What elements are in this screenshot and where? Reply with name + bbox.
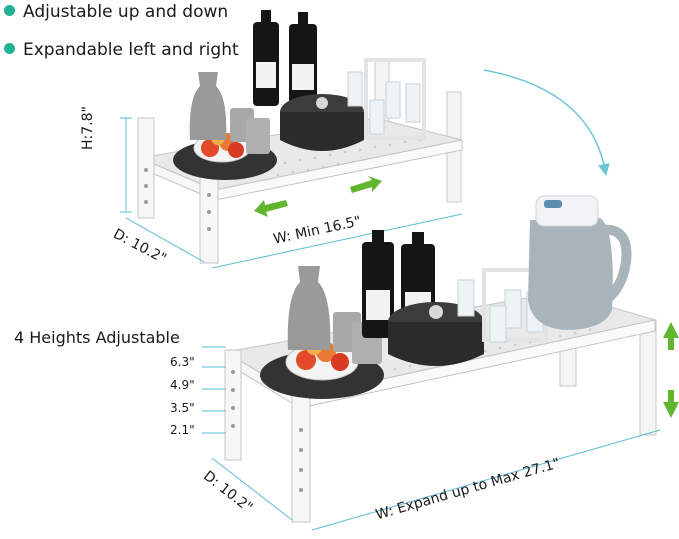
height-arrows [663,322,679,418]
feature-item: Adjustable up and down [4,2,228,22]
top-rack [137,10,463,264]
top-dimension-lines [120,117,463,269]
feature-label: Adjustable up and down [23,2,229,22]
feature-item: Expandable left and right [4,40,239,60]
bottom-rack [224,195,657,523]
heights-title: 4 Heights Adjustable [14,328,180,347]
height-option: 6.3" [170,355,195,369]
bottom-dimension-lines [202,346,661,531]
expand-arrows-top [254,176,382,217]
height-option: 4.9" [170,378,195,392]
height-option: 2.1" [170,423,195,437]
bullet-dot [4,43,15,54]
feature-label: Expandable left and right [23,40,239,60]
bullet-dot [4,5,15,16]
height-option: 3.5" [170,401,195,415]
top-height-label: H:7.8" [80,106,96,150]
curved-arrow [483,69,610,176]
